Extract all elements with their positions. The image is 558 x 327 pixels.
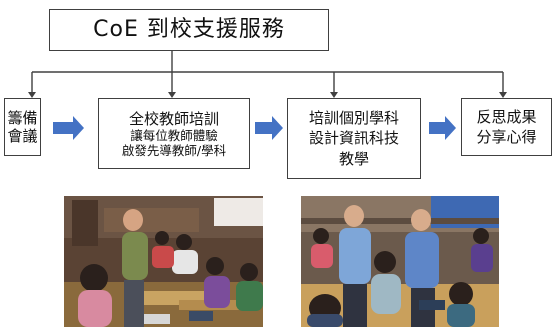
step-2-line-2: 讓每位教師體驗: [130, 127, 218, 143]
step-1-line-2: 會議: [7, 127, 38, 145]
teacher-workshop-photo-left: [64, 196, 263, 327]
flow-arrow-2: [255, 116, 283, 140]
step-3-line-2: 設計資訊科技: [308, 129, 399, 148]
step-3-line-1: 培訓個別學科: [308, 109, 399, 128]
step-box-reflection-sharing: 反思成果 分享心得: [461, 98, 552, 156]
step-box-subject-training: 培訓個別學科 設計資訊科技 教學: [287, 98, 421, 179]
step-2-line-1: 全校教師培訓: [128, 109, 219, 128]
step-3-line-3: 教學: [338, 149, 369, 168]
step-4-line-1: 反思成果: [476, 107, 537, 126]
step-box-whole-school-training: 全校教師培訓 讓每位教師體驗 啟發先導教師/學科: [98, 98, 250, 169]
teacher-workshop-photo-right: [301, 196, 499, 327]
flow-arrow-3: [429, 116, 456, 140]
flow-arrow-1: [53, 116, 84, 140]
step-2-line-3: 啟發先導教師/學科: [121, 142, 227, 158]
step-4-line-2: 分享心得: [476, 128, 537, 146]
branch-drop-arrows: [28, 72, 507, 98]
step-box-preparation-meeting: 籌備 會議: [4, 98, 41, 156]
step-1-line-1: 籌備: [7, 109, 38, 127]
diagram-title: CoE 到校支援服務: [49, 9, 329, 51]
